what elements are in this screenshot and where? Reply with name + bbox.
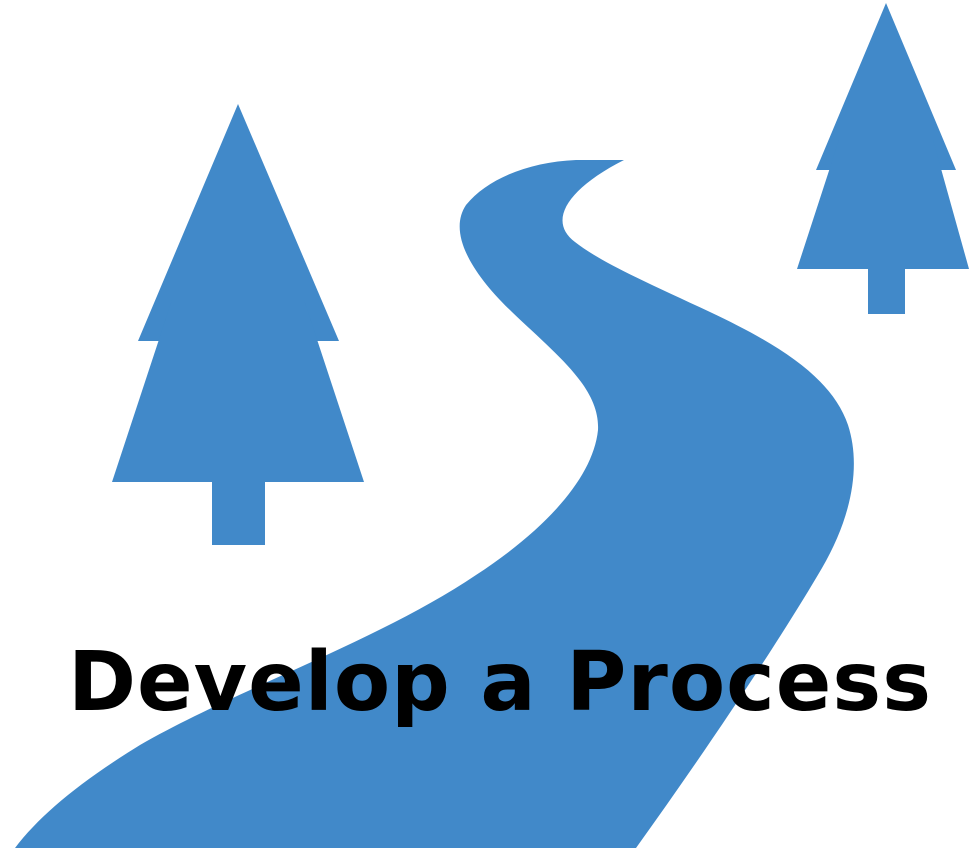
page-title: Develop a Process: [67, 635, 933, 730]
winding-road-icon: [15, 160, 854, 848]
pine-tree-icon: [112, 104, 364, 545]
pine-tree-icon: [797, 3, 969, 314]
